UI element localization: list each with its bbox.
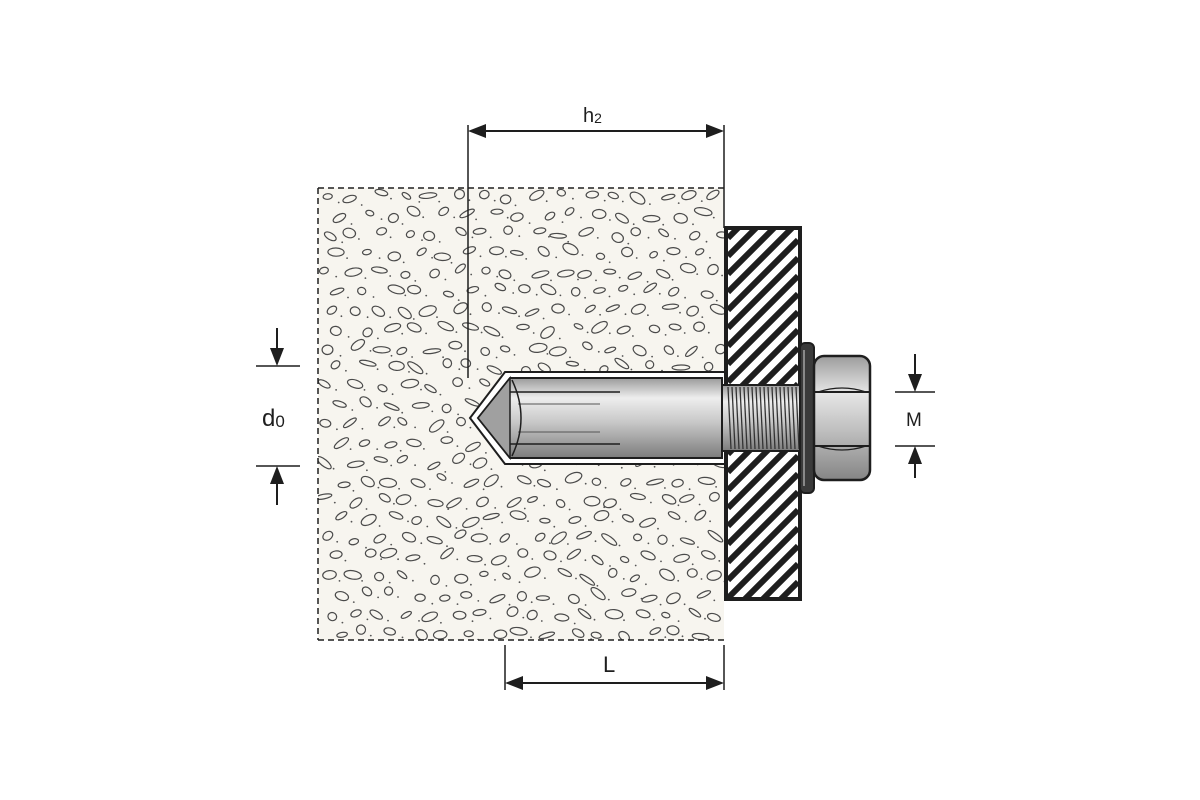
expansion-sleeve xyxy=(476,375,723,461)
d0-label: d xyxy=(262,405,275,432)
L-label: L xyxy=(603,652,615,677)
h2-label: h xyxy=(583,105,594,127)
M-label: M xyxy=(906,410,922,431)
washer xyxy=(799,342,815,494)
hex-nut xyxy=(812,354,872,482)
d0-subscript: 0 xyxy=(275,412,284,431)
svg-text:h2: h2 xyxy=(583,105,602,127)
concrete-aggregate-texture xyxy=(318,188,724,640)
threaded-rod xyxy=(721,384,811,452)
dimension-M: M xyxy=(895,354,935,478)
h2-subscript: 2 xyxy=(594,110,602,126)
dimension-h2: h2 xyxy=(467,105,725,378)
svg-text:d0: d0 xyxy=(262,405,285,432)
dimension-L: L xyxy=(504,645,725,690)
dimension-d0: d0 xyxy=(256,328,300,505)
